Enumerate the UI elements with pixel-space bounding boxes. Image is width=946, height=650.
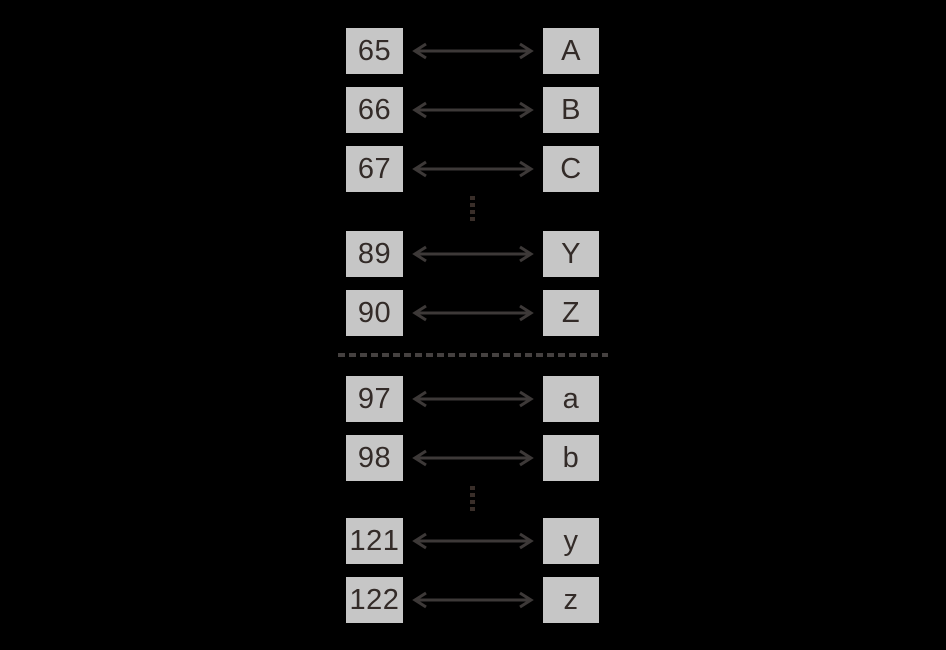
mapping-row-67-C: 67 C (346, 146, 599, 192)
code-box: 90 (346, 290, 403, 336)
ellipsis-dot (470, 507, 475, 511)
double-headed-arrow-icon (412, 532, 534, 550)
vertical-ellipsis (470, 486, 475, 511)
char-box: y (543, 518, 599, 564)
char-box: Z (543, 290, 599, 336)
char-box: b (543, 435, 599, 481)
mapping-row-89-Y: 89 Y (346, 231, 599, 277)
double-headed-arrow-icon (412, 42, 534, 60)
mapping-row-122-z: 122 z (346, 577, 599, 623)
char-box: B (543, 87, 599, 133)
code-box: 67 (346, 146, 403, 192)
mapping-row-98-b: 98 b (346, 435, 599, 481)
char-box: C (543, 146, 599, 192)
char-box: A (543, 28, 599, 74)
code-box: 97 (346, 376, 403, 422)
double-headed-arrow-icon (412, 591, 534, 609)
mapping-row-97-a: 97 a (346, 376, 599, 422)
ellipsis-dot (470, 210, 475, 214)
double-headed-arrow-icon (412, 304, 534, 322)
mapping-row-66-B: 66 B (346, 87, 599, 133)
code-box: 66 (346, 87, 403, 133)
double-headed-arrow-icon (412, 449, 534, 467)
vertical-ellipsis (470, 196, 475, 221)
code-box: 122 (346, 577, 403, 623)
char-box: Y (543, 231, 599, 277)
ellipsis-dot (470, 203, 475, 207)
ellipsis-dot (470, 500, 475, 504)
ellipsis-dot (470, 493, 475, 497)
double-headed-arrow-icon (412, 245, 534, 263)
mapping-row-121-y: 121 y (346, 518, 599, 564)
ellipsis-dot (470, 217, 475, 221)
double-headed-arrow-icon (412, 101, 534, 119)
code-box: 65 (346, 28, 403, 74)
code-box: 98 (346, 435, 403, 481)
ellipsis-dot (470, 486, 475, 490)
double-headed-arrow-icon (412, 160, 534, 178)
code-box: 121 (346, 518, 403, 564)
char-box: a (543, 376, 599, 422)
ellipsis-dot (470, 196, 475, 200)
code-box: 89 (346, 231, 403, 277)
mapping-row-90-Z: 90 Z (346, 290, 599, 336)
double-headed-arrow-icon (412, 390, 534, 408)
section-separator (338, 353, 608, 357)
char-box: z (543, 577, 599, 623)
mapping-row-65-A: 65 A (346, 28, 599, 74)
